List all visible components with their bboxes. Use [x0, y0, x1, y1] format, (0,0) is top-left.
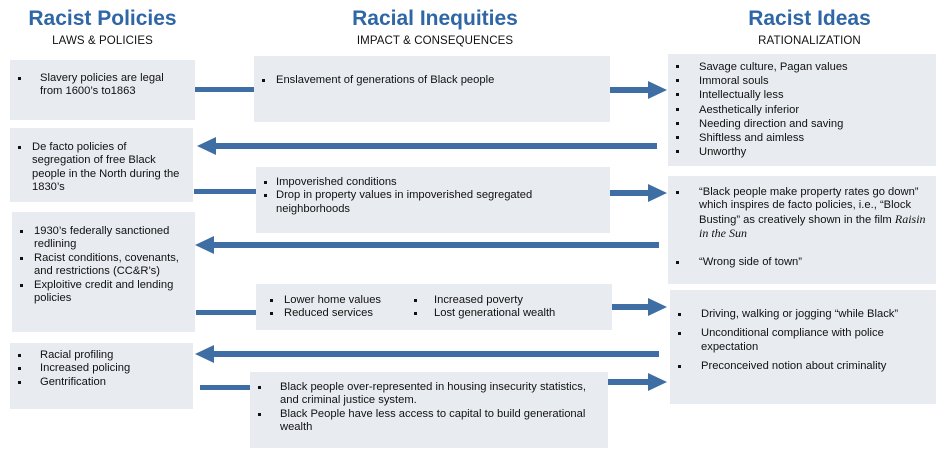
list-item: Increased poverty: [406, 294, 606, 307]
ideas-subtitle: RATIONALIZATION: [758, 35, 861, 47]
policy-list-1: Slavery policies are legal from 1600’s t…: [10, 72, 189, 99]
policy-list-4: Racial profiling Increased policing Gent…: [10, 349, 187, 389]
list-item: Needing direction and saving: [668, 117, 930, 131]
list-item: Increased policing: [10, 362, 187, 375]
list-item: “Wrong side of town”: [668, 256, 930, 269]
list-item: Driving, walking or jogging “while Black…: [670, 308, 930, 321]
film-title: Raisin in the Sun: [699, 211, 926, 241]
policy-box-segregation: De facto policies of segregation of free…: [10, 128, 193, 202]
ideas-title: Racist Ideas: [748, 7, 871, 30]
list-item: Drop in property values in impoverished …: [256, 189, 602, 216]
inequity-list-1: Enslavement of generations of Black peop…: [254, 74, 602, 87]
connector-policy-4: [200, 385, 250, 390]
idea-box-savage: Savage culture, Pagan values Immoral sou…: [668, 54, 936, 166]
idea-box-property-rates: “Black people make property rates go dow…: [668, 176, 936, 284]
inequity-box-enslavement: Enslavement of generations of Black peop…: [254, 56, 610, 122]
list-item: Black people over-represented in housing…: [250, 381, 588, 408]
list-item: Unconditional compliance with police exp…: [670, 327, 930, 354]
inequities-title: Racial Inequities: [352, 7, 518, 30]
connector-policy-2: [194, 189, 256, 194]
list-item: Racist conditions, covenants, and restri…: [12, 252, 189, 279]
list-item: De facto policies of segregation of free…: [10, 141, 187, 195]
list-item: 1930’s federally sanctioned redlining: [12, 225, 189, 252]
arrow-right-1: [610, 81, 667, 99]
connector-policy-1: [195, 87, 254, 92]
idea-box-while-black: Driving, walking or jogging “while Black…: [670, 290, 936, 404]
arrow-right-4: [608, 373, 667, 391]
list-item: Savage culture, Pagan values: [668, 60, 930, 74]
list-item-property-rates: “Black people make property rates go dow…: [668, 186, 930, 242]
inequity-box-impoverished: Impoverished conditions Drop in property…: [256, 167, 610, 233]
inequity-box-home-values: Lower home values Reduced services Incre…: [256, 284, 612, 330]
list-item: Shiftless and aimless: [668, 131, 930, 145]
arrow-left-1: [197, 137, 657, 155]
inequity-list-3-right: Increased poverty Lost generational weal…: [406, 294, 606, 321]
header-policies: Racist Policies LAWS & POLICIES: [15, 7, 190, 48]
inequities-subtitle: IMPACT & CONSEQUENCES: [356, 35, 514, 47]
policy-box-slavery: Slavery policies are legal from 1600’s t…: [10, 60, 195, 120]
inequity-list-2: Impoverished conditions Drop in property…: [256, 176, 602, 216]
list-item: Unworthy: [668, 145, 930, 159]
inequity-box-over-represented: Black people over-represented in housing…: [250, 372, 608, 448]
connector-policy-3: [196, 310, 256, 315]
list-item: Preconceived notion about criminality: [670, 360, 930, 373]
list-item: Lost generational wealth: [406, 307, 606, 320]
idea-list-3: Driving, walking or jogging “while Black…: [670, 308, 930, 374]
list-item: Racial profiling: [10, 349, 187, 362]
list-item: Aesthetically inferior: [668, 103, 930, 117]
header-inequities: Racial Inequities IMPACT & CONSEQUENCES: [320, 7, 550, 48]
list-item: Gentrification: [10, 376, 187, 389]
arrow-right-2: [610, 184, 667, 202]
list-item: Slavery policies are legal from 1600’s t…: [10, 72, 189, 99]
list-item: Impoverished conditions: [256, 176, 602, 189]
policy-list-3: 1930’s federally sanctioned redlining Ra…: [12, 225, 189, 305]
list-item: Enslavement of generations of Black peop…: [254, 74, 602, 87]
property-rates-text: “Black people make property rates go dow…: [699, 186, 919, 226]
idea-list-2: “Black people make property rates go dow…: [668, 186, 930, 269]
list-item: Reduced services: [262, 307, 412, 320]
list-item: Exploitive credit and lending policies: [12, 279, 189, 306]
arrow-left-2: [195, 236, 659, 254]
arrow-left-3: [195, 345, 659, 363]
inequity-list-3-left: Lower home values Reduced services: [262, 294, 412, 321]
idea-list-1: Savage culture, Pagan values Immoral sou…: [668, 60, 930, 159]
inequity-list-4: Black people over-represented in housing…: [250, 381, 588, 435]
policy-list-2: De facto policies of segregation of free…: [10, 141, 187, 195]
arrow-right-3: [612, 298, 667, 316]
list-item: Black People have less access to capital…: [250, 408, 588, 435]
policies-subtitle: LAWS & POLICIES: [52, 35, 153, 47]
policy-box-profiling: Racial profiling Increased policing Gent…: [10, 343, 193, 409]
list-item: Lower home values: [262, 294, 412, 307]
list-item: Intellectually less: [668, 88, 930, 102]
policy-box-redlining: 1930’s federally sanctioned redlining Ra…: [12, 212, 195, 332]
header-ideas: Racist Ideas RATIONALIZATION: [712, 7, 907, 48]
policies-title: Racist Policies: [28, 7, 177, 30]
list-item: Immoral souls: [668, 74, 930, 88]
